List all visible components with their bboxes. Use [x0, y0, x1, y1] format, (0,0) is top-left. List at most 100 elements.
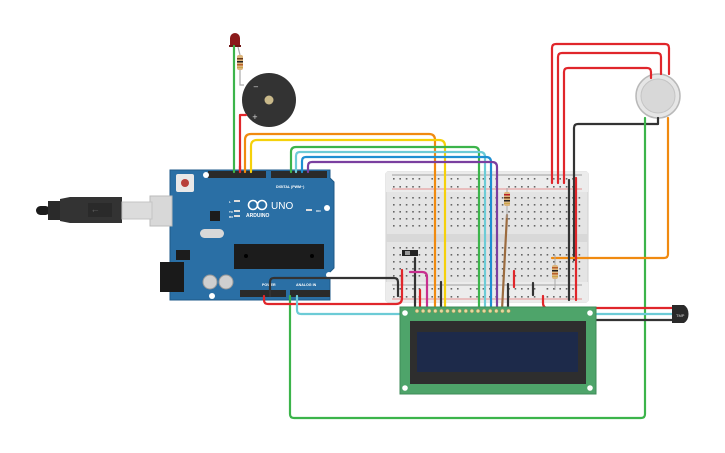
breadboard-hole[interactable]	[501, 204, 504, 206]
breadboard-hole[interactable]	[546, 197, 549, 199]
breadboard-hole[interactable]	[418, 288, 421, 290]
breadboard-hole[interactable]	[521, 296, 523, 298]
piezo-buzzer[interactable]: − +	[242, 73, 296, 127]
breadboard-hole[interactable]	[399, 288, 401, 290]
breadboard-hole[interactable]	[399, 218, 401, 220]
breadboard-hole[interactable]	[399, 204, 401, 206]
breadboard-hole[interactable]	[540, 254, 542, 256]
breadboard-hole[interactable]	[578, 211, 581, 213]
breadboard-hole[interactable]	[527, 178, 529, 180]
breadboard-hole[interactable]	[521, 247, 523, 249]
lcd-pin[interactable]	[439, 308, 444, 314]
breadboard-hole[interactable]	[489, 204, 491, 206]
analog-header[interactable]	[290, 290, 330, 297]
breadboard-hole[interactable]	[418, 211, 421, 213]
breadboard-hole[interactable]	[489, 288, 491, 290]
breadboard-hole[interactable]	[553, 211, 555, 213]
breadboard-hole[interactable]	[431, 178, 433, 180]
breadboard-hole[interactable]	[393, 261, 395, 263]
breadboard-hole[interactable]	[508, 186, 510, 188]
breadboard-hole[interactable]	[469, 261, 472, 263]
breadboard-hole[interactable]	[450, 225, 453, 227]
breadboard-hole[interactable]	[405, 261, 408, 263]
breadboard-hole[interactable]	[405, 197, 408, 199]
breadboard-hole[interactable]	[559, 218, 561, 220]
breadboard-hole[interactable]	[533, 178, 536, 180]
breadboard-hole[interactable]	[412, 261, 414, 263]
breadboard-hole[interactable]	[418, 268, 421, 270]
breadboard-hole[interactable]	[572, 296, 574, 298]
lcd-pin[interactable]	[427, 308, 432, 314]
breadboard-hole[interactable]	[418, 197, 421, 199]
breadboard-hole[interactable]	[489, 211, 491, 213]
wire-lcd-v0[interactable]	[408, 270, 429, 312]
breadboard-hole[interactable]	[514, 288, 517, 290]
breadboard-hole[interactable]	[482, 296, 485, 298]
breadboard-hole[interactable]	[501, 275, 504, 277]
breadboard-hole[interactable]	[559, 296, 561, 298]
wire-gas-vcc-1[interactable]	[550, 42, 671, 185]
lcd-pin[interactable]	[414, 308, 420, 314]
breadboard-hole[interactable]	[501, 254, 504, 256]
breadboard-hole[interactable]	[527, 261, 529, 263]
breadboard-hole[interactable]	[431, 275, 433, 277]
breadboard-hole[interactable]	[489, 225, 491, 227]
breadboard-hole[interactable]	[418, 218, 421, 220]
breadboard-hole[interactable]	[489, 186, 491, 188]
breadboard-hole[interactable]	[476, 225, 478, 227]
breadboard-hole[interactable]	[501, 218, 504, 220]
breadboard-hole[interactable]	[578, 218, 581, 220]
breadboard-hole[interactable]	[476, 178, 478, 180]
breadboard-hole[interactable]	[508, 225, 510, 227]
breadboard-hole[interactable]	[546, 218, 549, 220]
breadboard-hole[interactable]	[521, 261, 523, 263]
breadboard-hole[interactable]	[418, 225, 421, 227]
breadboard-hole[interactable]	[533, 288, 536, 290]
breadboard-hole[interactable]	[546, 247, 549, 249]
breadboard-hole[interactable]	[553, 247, 555, 249]
breadboard-hole[interactable]	[514, 254, 517, 256]
breadboard-hole[interactable]	[437, 186, 440, 188]
breadboard-hole[interactable]	[431, 204, 433, 206]
breadboard-hole[interactable]	[450, 211, 453, 213]
breadboard-hole[interactable]	[463, 247, 465, 249]
breadboard-hole[interactable]	[540, 247, 542, 249]
breadboard-hole[interactable]	[405, 211, 408, 213]
breadboard-hole[interactable]	[431, 268, 433, 270]
breadboard-hole[interactable]	[508, 268, 510, 270]
breadboard-hole[interactable]	[469, 288, 472, 290]
breadboard-hole[interactable]	[527, 211, 529, 213]
breadboard-hole[interactable]	[540, 197, 542, 199]
breadboard-hole[interactable]	[546, 254, 549, 256]
breadboard-hole[interactable]	[501, 261, 504, 263]
breadboard-hole[interactable]	[476, 296, 478, 298]
breadboard-hole[interactable]	[489, 275, 491, 277]
breadboard-hole[interactable]	[431, 261, 433, 263]
breadboard-hole[interactable]	[431, 247, 433, 249]
breadboard-hole[interactable]	[508, 218, 510, 220]
breadboard-hole[interactable]	[418, 261, 421, 263]
breadboard-hole[interactable]	[521, 218, 523, 220]
led-resistor[interactable]	[237, 46, 244, 86]
breadboard-hole[interactable]	[559, 178, 561, 180]
breadboard-hole[interactable]	[437, 204, 440, 206]
breadboard-hole[interactable]	[437, 296, 440, 298]
breadboard-hole[interactable]	[489, 254, 491, 256]
breadboard-hole[interactable]	[450, 296, 453, 298]
breadboard-hole[interactable]	[565, 218, 568, 220]
breadboard-hole[interactable]	[482, 218, 485, 220]
breadboard-hole[interactable]	[412, 288, 414, 290]
breadboard-hole[interactable]	[514, 211, 517, 213]
breadboard-hole[interactable]	[578, 197, 581, 199]
breadboard-hole[interactable]	[425, 254, 427, 256]
breadboard-hole[interactable]	[514, 218, 517, 220]
breadboard-hole[interactable]	[393, 178, 395, 180]
breadboard-hole[interactable]	[476, 288, 478, 290]
lcd-pin[interactable]	[494, 308, 499, 314]
breadboard-hole[interactable]	[469, 296, 472, 298]
breadboard-hole[interactable]	[450, 178, 453, 180]
breadboard-hole[interactable]	[572, 261, 574, 263]
breadboard-hole[interactable]	[431, 288, 433, 290]
resistor-2[interactable]	[552, 255, 558, 290]
wire-gnd-bb[interactable]	[268, 276, 400, 298]
